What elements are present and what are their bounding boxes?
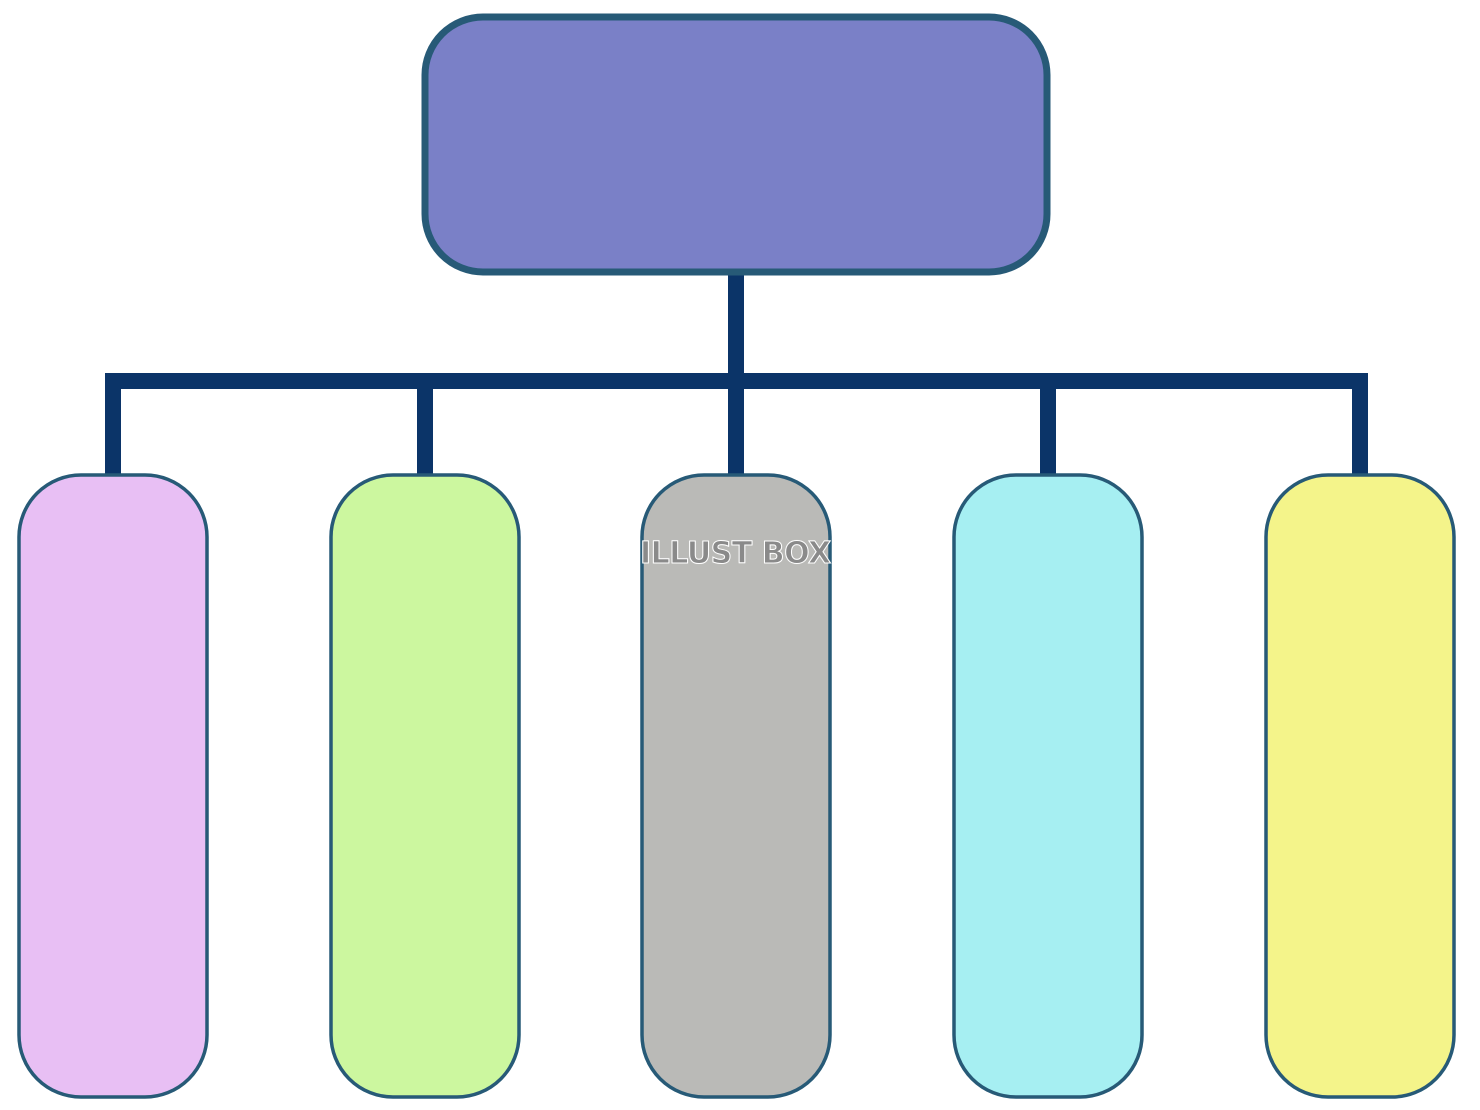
child-box-3 xyxy=(640,473,832,1099)
child-box-2 xyxy=(329,473,521,1099)
child-box-4 xyxy=(952,473,1144,1099)
connector-lines xyxy=(105,272,1368,477)
diagram-boxes xyxy=(17,13,1456,1099)
child-box-5 xyxy=(1264,473,1456,1099)
root-box xyxy=(421,13,1051,276)
child-box-1 xyxy=(17,473,209,1099)
